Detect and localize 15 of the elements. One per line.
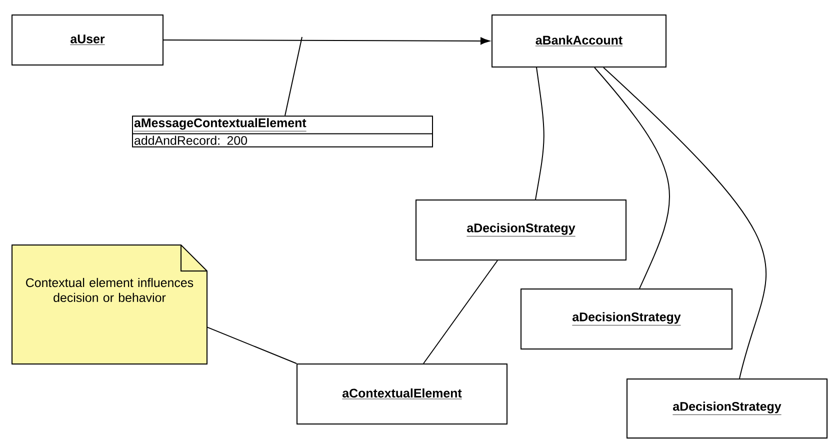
object-box: aDecisionStrategy xyxy=(520,288,732,350)
connector-line xyxy=(594,67,670,289)
object-box: aDecisionStrategy xyxy=(416,200,626,260)
object-box: aUser xyxy=(12,14,164,66)
arrow xyxy=(163,37,490,45)
leader-line xyxy=(284,36,302,116)
connector-line xyxy=(423,260,498,364)
object-box: aBankAccount xyxy=(492,14,666,68)
connector-line xyxy=(535,67,544,200)
object-box: aDecisionStrategy xyxy=(626,378,828,438)
connector-line xyxy=(206,326,297,364)
connector-line xyxy=(603,67,767,379)
object-box: aMessageContextualElement addAndRecord: 200 xyxy=(132,116,433,148)
note: Contextual element influences decision or behavior xyxy=(12,244,208,364)
object-box: aContextualElement xyxy=(296,364,508,424)
